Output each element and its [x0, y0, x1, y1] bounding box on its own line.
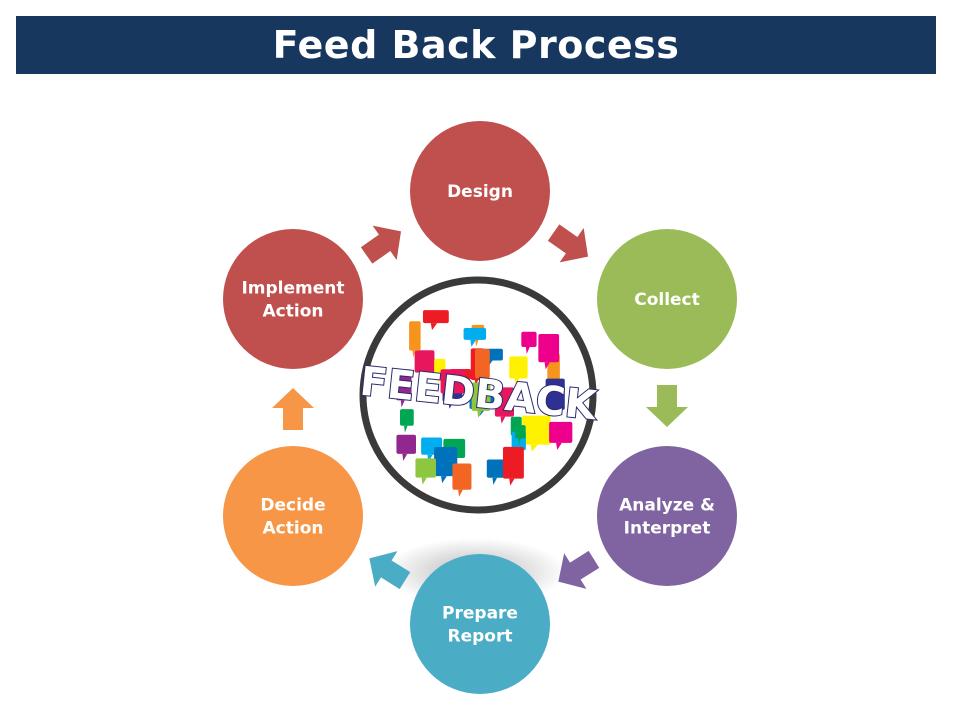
speech-bubble: [549, 421, 573, 450]
step-implement-label: Action: [263, 302, 324, 322]
step-implement-label: Implement: [241, 279, 344, 299]
arrow-collect-to-analyze: [646, 385, 688, 427]
speech-bubble: [440, 369, 465, 401]
step-analyze-label: Analyze &: [619, 496, 715, 516]
step-decide-label: Decide: [260, 496, 325, 516]
title-bar: Feed Back Process: [16, 16, 936, 74]
speech-bubble: [522, 415, 551, 452]
step-collect-label: Collect: [634, 290, 700, 310]
speech-bubble: [538, 334, 560, 370]
page-title: Feed Back Process: [272, 23, 680, 67]
step-analyze-label: Interpret: [624, 519, 711, 539]
speech-bubble: [486, 459, 506, 485]
arrows-layer: [272, 224, 688, 590]
step-prepare-label: Prepare: [442, 604, 518, 624]
arrow-prepare-to-decide: [369, 551, 411, 590]
speech-bubble: [521, 331, 537, 354]
speech-bubble: [415, 458, 437, 485]
speech-bubble: [434, 447, 458, 484]
step-analyze: Analyze & Interpret: [597, 446, 737, 586]
speech-bubble: [502, 446, 524, 486]
arrow-decide-to-implement: [272, 388, 314, 430]
speech-bubble: [509, 356, 528, 386]
step-decide-circle: [223, 446, 363, 586]
speech-bubbles: [396, 310, 573, 497]
speech-bubble: [396, 434, 416, 461]
step-decide-label: Action: [263, 519, 324, 539]
speech-bubble: [494, 387, 514, 424]
center-emblem: FEEDBACK: [357, 276, 601, 514]
step-analyze-circle: [597, 446, 737, 586]
speech-bubble: [515, 425, 526, 446]
step-design-label: Design: [447, 182, 513, 202]
speech-bubble: [409, 321, 421, 358]
step-collect-circle: [597, 229, 737, 369]
speech-bubble: [471, 382, 491, 418]
arrow-analyze-to-prepare: [558, 550, 600, 589]
step-implement-circle: [223, 229, 363, 369]
step-design-circle: [410, 121, 550, 261]
speech-bubble: [452, 463, 472, 497]
speech-bubble: [545, 378, 565, 417]
speech-bubble: [414, 350, 435, 380]
speech-bubble: [463, 327, 487, 347]
speech-bubble: [400, 409, 414, 433]
step-collect: Collect: [597, 229, 737, 369]
step-prepare-circle: [410, 554, 550, 694]
speech-bubble: [422, 310, 449, 331]
arrow-implement-to-design: [360, 225, 402, 264]
speech-bubble: [396, 369, 412, 408]
step-prepare-label: Report: [448, 627, 513, 647]
arrow-design-to-collect: [547, 224, 589, 263]
step-design: Design: [410, 121, 550, 261]
